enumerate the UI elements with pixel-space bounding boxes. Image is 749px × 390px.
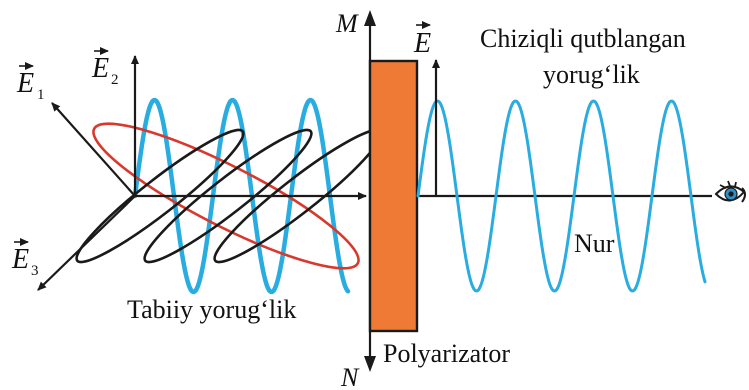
ray-label: Nur: [574, 229, 615, 258]
eye-icon: [716, 181, 745, 202]
mn-axis-bottom-arrowhead: [364, 356, 376, 372]
axis-label-n: N: [340, 363, 360, 390]
e2-subscript: 2: [111, 72, 119, 88]
e3-symbol: E: [11, 244, 29, 275]
vector-label-e1: E 1: [16, 66, 45, 103]
natural-light-label: Tabiiy yorug‘lik: [127, 295, 296, 324]
e1-arrow: [52, 103, 135, 196]
mn-axis-top-arrowhead: [364, 10, 376, 26]
e1-symbol: E: [16, 68, 34, 99]
e-symbol: E: [413, 28, 431, 59]
linear-polarized-label-line1: Chiziqli qutblangan: [480, 24, 686, 53]
polarizer-label: Polyarizator: [383, 339, 510, 368]
axis-label-m: M: [335, 9, 359, 38]
vector-label-e3: E 3: [11, 242, 39, 279]
vector-label-e: E: [413, 25, 431, 59]
linear-polarized-label-line2: yorug‘lik: [543, 60, 640, 89]
vector-label-e2: E 2: [91, 51, 119, 88]
e3-subscript: 3: [31, 263, 39, 279]
polarizer-plate: [370, 61, 417, 331]
e2-symbol: E: [91, 53, 109, 84]
e1-subscript: 1: [37, 87, 45, 103]
